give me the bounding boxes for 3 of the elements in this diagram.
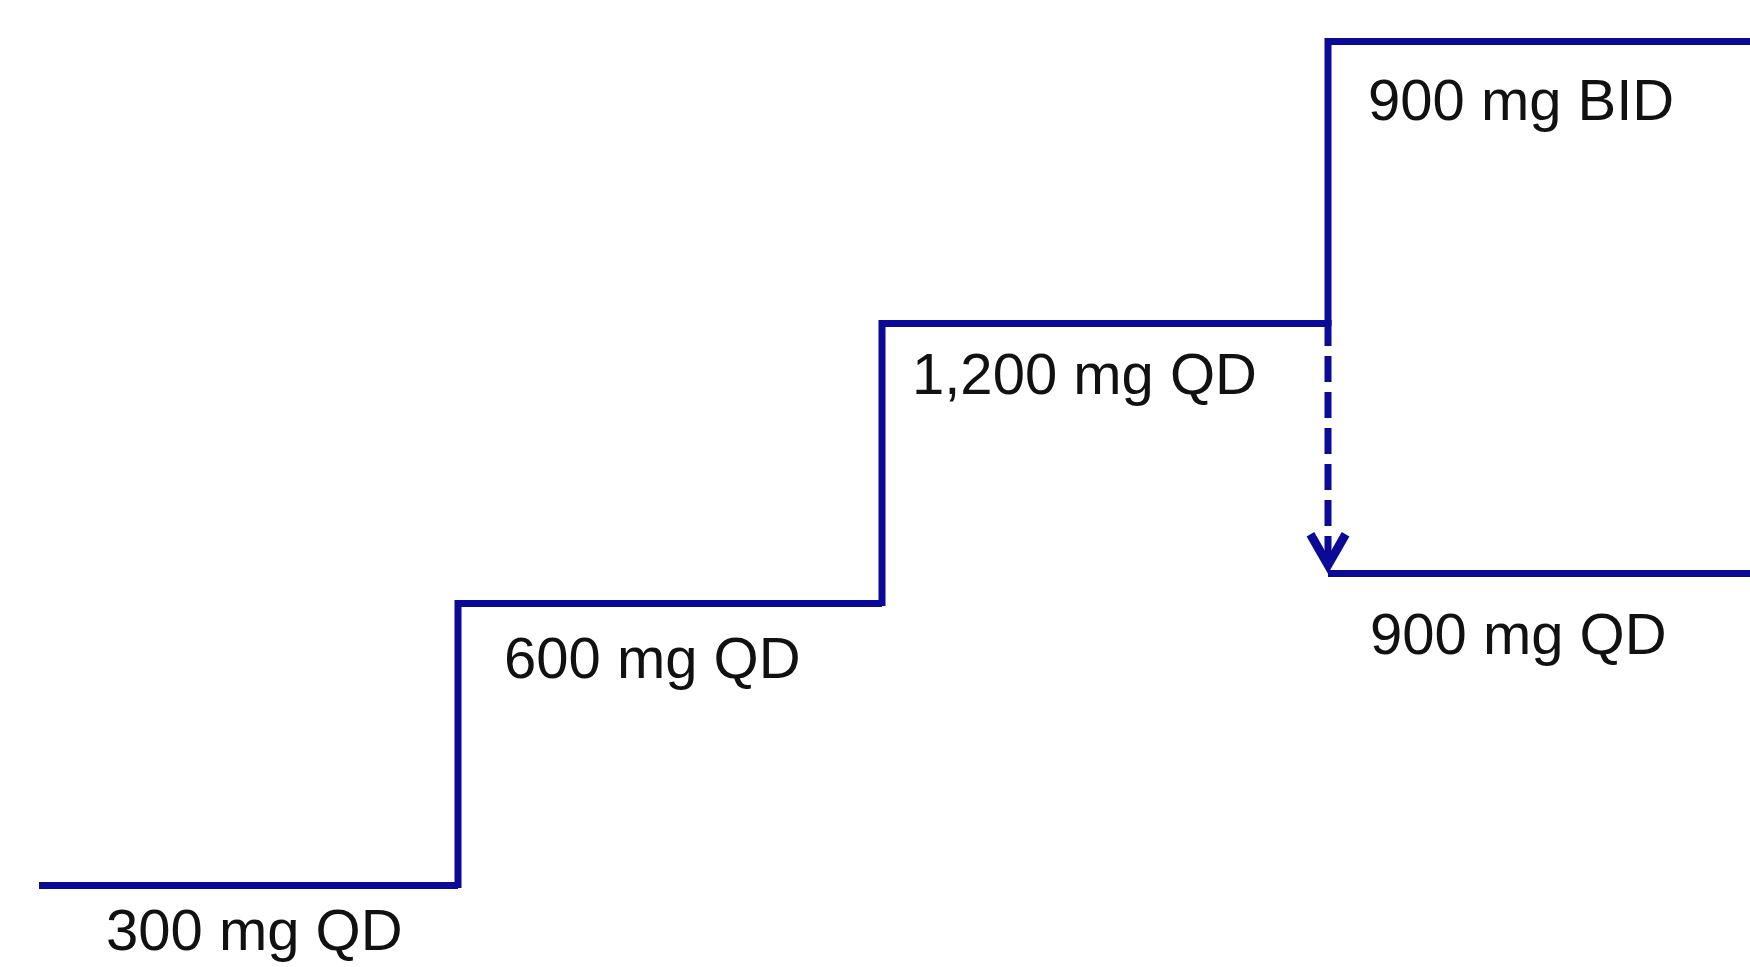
dose-step — [458, 600, 882, 690]
step-riser — [454, 600, 462, 888]
step-riser — [878, 320, 886, 606]
